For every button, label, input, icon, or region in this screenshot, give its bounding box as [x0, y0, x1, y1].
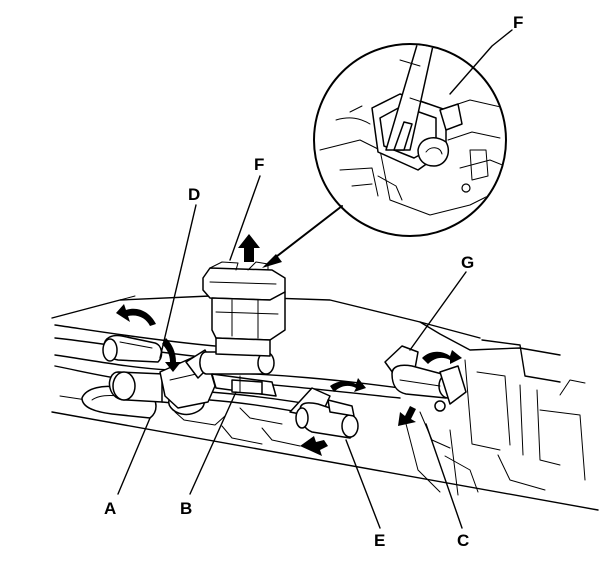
- curved-arrow-g-icon: [422, 350, 462, 364]
- callout-label-c: C: [457, 531, 469, 550]
- callout-label-e: E: [374, 531, 385, 550]
- cable-end-c: [384, 345, 467, 412]
- cable-end-e: [289, 387, 359, 439]
- detail-view-circle: [313, 43, 507, 237]
- base-panel: [51, 295, 599, 511]
- down-arrow-e-icon: [300, 436, 328, 456]
- down-arrow-c-icon: [398, 406, 416, 426]
- curved-arrow-d-icon: [116, 304, 156, 326]
- callout-label-g: G: [461, 253, 474, 272]
- up-arrow-icon: [238, 234, 260, 262]
- callout-label-f-detail: F: [513, 13, 523, 32]
- clip-f-main: [202, 261, 286, 357]
- callout-label-a: A: [104, 499, 116, 518]
- callout-label-d: D: [188, 185, 200, 204]
- motion-arrows: [116, 234, 462, 456]
- callout-label-f-main: F: [254, 155, 264, 174]
- curved-arrow-bracket-icon: [162, 338, 181, 372]
- curved-arrow-e-icon: [330, 378, 366, 392]
- leader-lines: [117, 29, 513, 529]
- detail-pointer-arrow: [262, 205, 343, 268]
- callout-labels: F F D G A B E C: [104, 13, 523, 550]
- callout-label-b: B: [180, 499, 192, 518]
- cable-end-b: [199, 351, 277, 397]
